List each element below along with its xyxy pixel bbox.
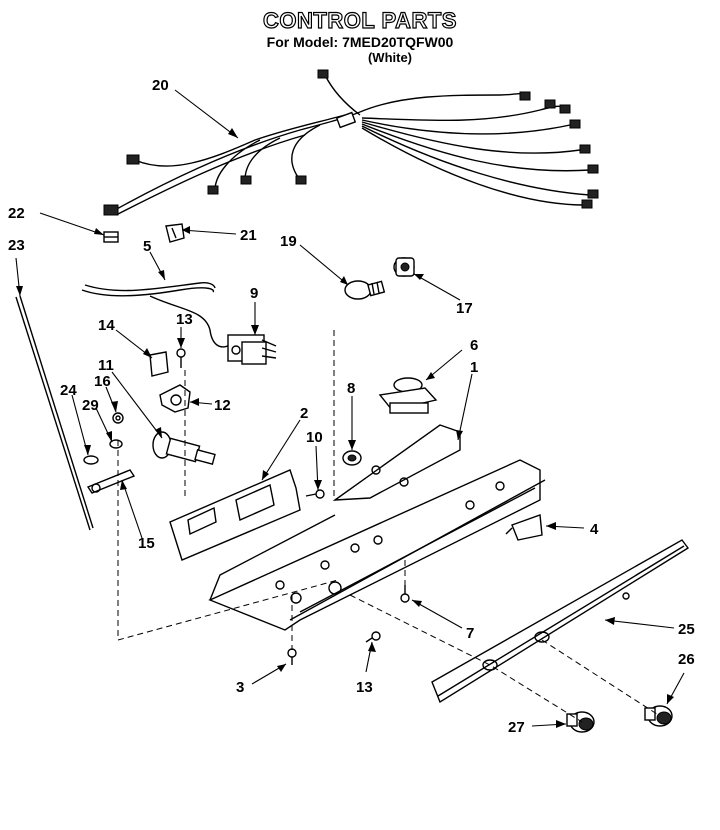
washer-icon [109, 439, 123, 449]
insulator-icon [149, 351, 169, 377]
control-panel-icon [431, 539, 690, 704]
bracket-icon [159, 384, 191, 413]
callout-7: 7 [466, 625, 474, 642]
callout-26: 26 [678, 651, 695, 668]
callout-16: 16 [94, 373, 111, 390]
callout-11: 11 [98, 357, 114, 374]
callout-13-lower: 13 [356, 679, 373, 696]
callout-23: 23 [8, 237, 25, 254]
link-arm-icon [86, 469, 136, 494]
callout-3: 3 [236, 679, 244, 696]
callout-15: 15 [138, 535, 155, 552]
callout-12: 12 [214, 397, 231, 414]
light-bulb-icon [344, 280, 386, 300]
callout-27: 27 [508, 719, 525, 736]
model-line: For Model: 7MED20TQFW00 [266, 34, 454, 50]
page-title: CONTROL PARTS [262, 7, 457, 33]
control-housing-icon [208, 424, 546, 631]
control-shaft-icon [152, 431, 216, 466]
wire-harness-icon [103, 69, 599, 216]
capillary-tube-icon [81, 287, 215, 297]
wire-clip-icon [103, 231, 119, 243]
callout-21: 21 [240, 227, 257, 244]
screw-icon [400, 585, 410, 603]
harness-clip-icon [505, 514, 543, 541]
callout-24: 24 [60, 382, 77, 399]
retainer-icon [83, 455, 99, 465]
grommet-icon [342, 450, 362, 466]
nut-icon [112, 412, 124, 424]
callout-13: 13 [176, 311, 193, 328]
control-switch-icon [378, 377, 438, 414]
callout-19: 19 [280, 233, 297, 250]
callout-1: 1 [470, 359, 478, 376]
screw-icon [305, 489, 325, 499]
callout-29: 29 [82, 397, 99, 414]
callout-25: 25 [678, 621, 695, 638]
thermostat-icon [227, 334, 277, 365]
screw-icon [176, 348, 186, 368]
cable-clamp-icon [165, 223, 185, 243]
callout-4: 4 [590, 521, 599, 538]
callout-5: 5 [143, 238, 151, 255]
lamp-socket-icon [393, 257, 415, 277]
callout-2: 2 [300, 405, 308, 422]
callout-6: 6 [470, 337, 478, 354]
callout-17: 17 [456, 300, 473, 317]
callout-14: 14 [98, 317, 115, 334]
mounting-bracket-icon [169, 469, 301, 561]
control-knob-icon [644, 705, 673, 727]
callout-8: 8 [347, 380, 355, 397]
color-variant: (White) [367, 50, 413, 65]
callout-10: 10 [306, 429, 323, 446]
callout-22: 22 [8, 205, 25, 222]
callout-20: 20 [152, 77, 169, 94]
control-rod-icon [15, 295, 94, 531]
screw-icon [365, 631, 381, 643]
screw-icon [287, 648, 297, 665]
callout-9: 9 [250, 285, 258, 302]
